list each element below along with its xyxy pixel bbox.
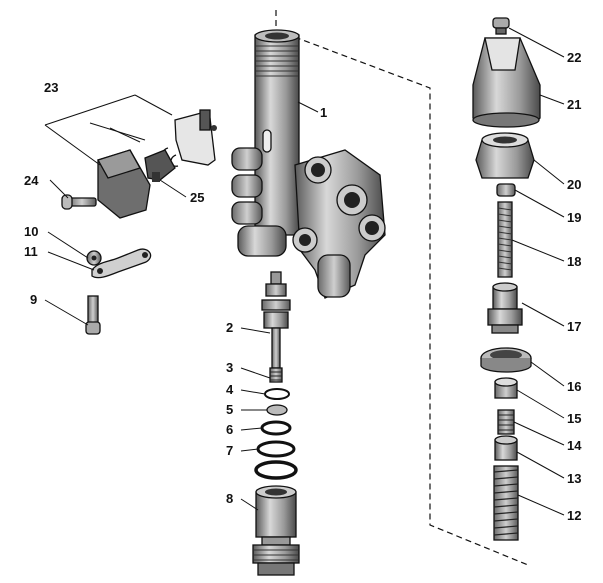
callout-16: 16 — [567, 379, 581, 394]
part-7b-o-ring — [254, 460, 298, 480]
part-8-valve-seat — [252, 485, 300, 576]
callout-11: 11 — [24, 244, 38, 259]
part-19-small-nut — [496, 183, 516, 197]
callout-6: 6 — [226, 422, 233, 437]
part-22-cap — [492, 17, 510, 35]
part-5-ring — [266, 404, 288, 416]
leader-lines — [44, 27, 565, 516]
callout-7: 7 — [226, 443, 233, 458]
callout-22: 22 — [567, 50, 581, 65]
callout-15: 15 — [567, 411, 581, 426]
part-25-switch — [97, 149, 176, 219]
part-18-threaded-rod — [497, 201, 513, 278]
callout-25: 25 — [190, 190, 204, 205]
callout-14: 14 — [567, 438, 582, 453]
callout-17: 17 — [567, 319, 581, 334]
part-3-spring — [269, 367, 283, 383]
part-21-knob — [472, 37, 541, 128]
part-13-piston — [494, 435, 518, 461]
callout-20: 20 — [567, 177, 581, 192]
callout-24: 24 — [24, 173, 39, 188]
part-1-housing — [231, 29, 386, 299]
part-9-bolt — [85, 295, 101, 335]
part-2-valve-stem — [261, 271, 291, 369]
callout-9: 9 — [30, 292, 37, 307]
callout-23: 23 — [44, 80, 58, 95]
part-7-o-ring — [256, 440, 296, 458]
callout-10: 10 — [24, 224, 38, 239]
part-11-link-plate — [91, 248, 152, 279]
part-20-nut — [475, 132, 535, 179]
callout-3: 3 — [226, 360, 233, 375]
part-16-ring-nut — [480, 347, 532, 373]
part-17-adjuster — [487, 282, 523, 334]
part-14-spring — [497, 409, 515, 435]
callout-8: 8 — [226, 491, 233, 506]
callout-1: 1 — [320, 105, 327, 120]
assembly-guide-line — [275, 10, 529, 566]
part-15-bushing — [494, 377, 518, 399]
part-12-main-spring — [493, 465, 519, 541]
callout-19: 19 — [567, 210, 581, 225]
callout-5: 5 — [226, 402, 233, 417]
part-6-o-ring — [260, 420, 292, 436]
callout-12: 12 — [567, 508, 581, 523]
part-10-nut — [86, 250, 102, 266]
part-24-screw — [61, 194, 97, 210]
part-23-bracket-assembly — [162, 109, 217, 167]
callout-4: 4 — [226, 382, 234, 397]
callout-18: 18 — [567, 254, 581, 269]
part-4-washer — [264, 388, 290, 400]
callout-13: 13 — [567, 471, 581, 486]
callout-21: 21 — [567, 97, 581, 112]
callout-2: 2 — [226, 320, 233, 335]
